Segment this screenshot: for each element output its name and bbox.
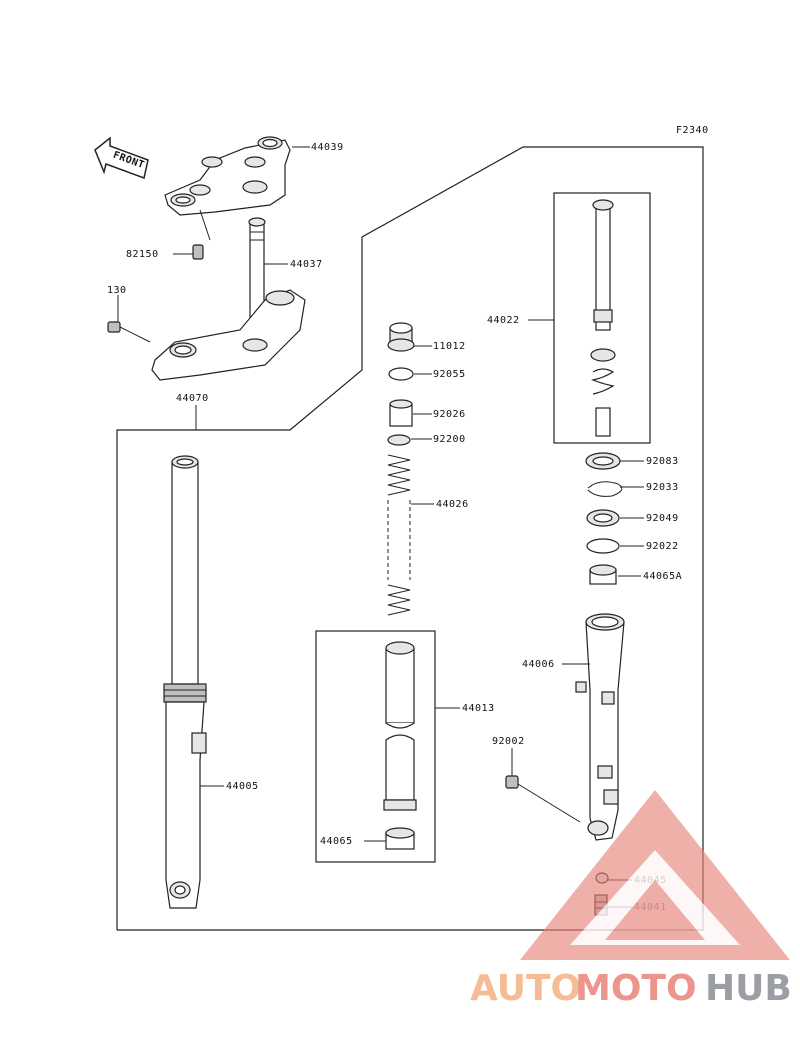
callout-11012: 11012 xyxy=(433,341,466,352)
o-ring-92055 xyxy=(388,367,414,381)
callout-92002: 92002 xyxy=(492,736,525,747)
callout-44026: 44026 xyxy=(436,499,469,510)
callout-44037: 44037 xyxy=(290,259,323,270)
inner-tube-44005 xyxy=(163,455,207,909)
callout-92033: 92033 xyxy=(646,482,679,493)
watermark-moto: MOTO xyxy=(575,968,697,1009)
watermark-hub: HUB xyxy=(705,968,792,1009)
bolt-92002 xyxy=(505,748,581,823)
fork-spring-44026 xyxy=(387,454,411,616)
bushing-44065A xyxy=(589,564,617,585)
cap-bolt-11012 xyxy=(387,322,415,352)
automotohub-watermark: AUTO MOTO HUB xyxy=(470,790,792,1009)
slide-bushing-tube xyxy=(383,641,417,811)
callout-130: 130 xyxy=(107,285,127,296)
callout-82150: 82150 xyxy=(126,249,159,260)
lower-bracket xyxy=(151,289,306,381)
front-arrow-icon: FRONT xyxy=(94,136,149,180)
callout-44039: 44039 xyxy=(311,142,344,153)
washer-92022 xyxy=(586,538,620,554)
bolt-82150 xyxy=(192,209,211,260)
callout-92049: 92049 xyxy=(646,513,679,524)
washer-92200 xyxy=(387,434,411,446)
spacer-92026 xyxy=(389,399,413,427)
callout-44005: 44005 xyxy=(226,781,259,792)
callout-92200: 92200 xyxy=(433,434,466,445)
damper-rod xyxy=(590,199,616,437)
callout-44013: 44013 xyxy=(462,703,495,714)
bolt-130 xyxy=(107,295,151,343)
callout-92083: 92083 xyxy=(646,456,679,467)
figure-code: F2340 xyxy=(676,125,709,136)
callout-44022: 44022 xyxy=(487,315,520,326)
circlip-92033 xyxy=(587,481,623,497)
callout-92022: 92022 xyxy=(646,541,679,552)
callout-92026: 92026 xyxy=(433,409,466,420)
callout-44070: 44070 xyxy=(176,393,209,404)
box-44013 xyxy=(315,630,436,863)
box-44022 xyxy=(553,192,651,444)
watermark-auto: AUTO xyxy=(470,968,581,1009)
upper-bracket xyxy=(164,136,291,216)
callout-44006: 44006 xyxy=(522,659,555,670)
bushing-44065 xyxy=(385,827,415,850)
outer-tube-44006 xyxy=(575,613,625,841)
callout-44065A: 44065A xyxy=(643,571,682,582)
assembly-frame xyxy=(116,146,704,931)
callout-44065: 44065 xyxy=(320,836,353,847)
callout-92055: 92055 xyxy=(433,369,466,380)
